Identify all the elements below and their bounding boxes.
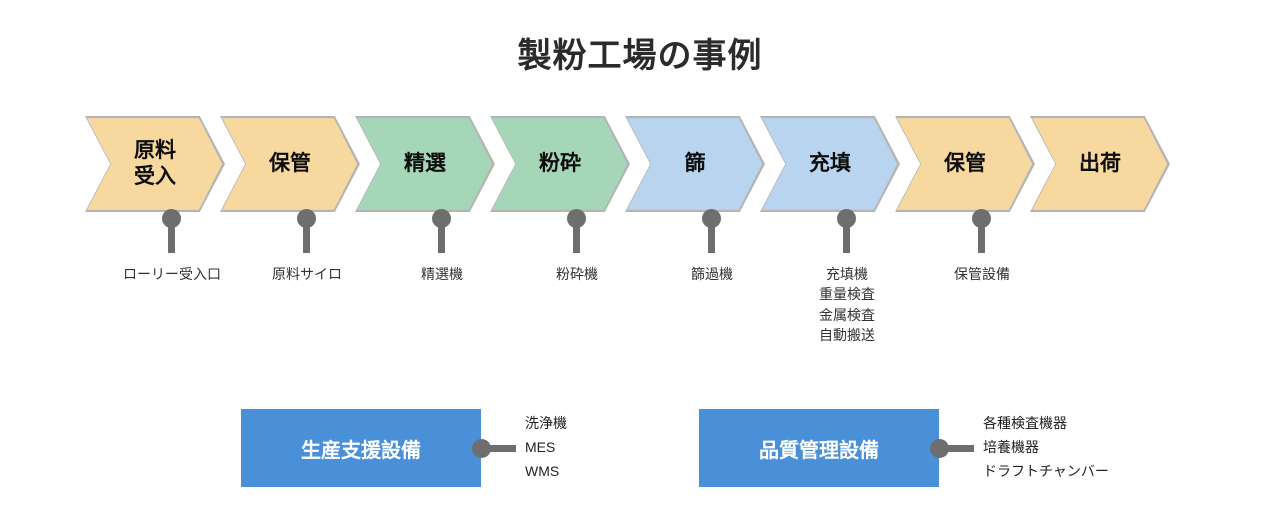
support-box-label-quality: 品質管理設備 [759, 439, 879, 462]
connector-dot-icon-5 [702, 209, 721, 228]
process-step-label-3: 精選 [404, 152, 446, 176]
process-step-7[interactable]: 保管 [895, 116, 1035, 212]
equipment-label-7: 保管設備 [954, 266, 1010, 282]
process-step-label-2: 保管 [269, 152, 311, 176]
process-step-3[interactable]: 精選 [355, 116, 495, 212]
connector-dot-icon-1 [162, 209, 181, 228]
equipment-label-4: 粉砕機 [556, 266, 598, 282]
support-items-production: 洗浄機 MES WMS [525, 415, 567, 480]
connector-dot-icon-4 [567, 209, 586, 228]
chevron-shape-8 [1030, 116, 1170, 212]
connector-stem-4 [573, 222, 580, 253]
process-step-label-6: 充填 [809, 152, 851, 176]
support-box-label-production: 生産支援設備 [301, 439, 421, 462]
connector-pin-6 [837, 209, 857, 253]
connector-pin-5 [702, 209, 722, 253]
equipment-label-5: 篩過機 [691, 266, 733, 282]
connector-stem-7 [978, 222, 985, 253]
connector-pin-2 [297, 209, 317, 253]
connector-stem-5 [708, 222, 715, 253]
support-connector-line-1 [481, 445, 516, 452]
chevron-shape-1 [85, 116, 225, 212]
equipment-label-3: 精選機 [421, 266, 463, 282]
support-items-quality: 各種検査機器 培養機器 ドラフトチャンバー [983, 415, 1109, 480]
connector-stem-3 [438, 222, 445, 253]
process-step-6[interactable]: 充填 [760, 116, 900, 212]
process-step-2[interactable]: 保管 [220, 116, 360, 212]
connector-stem-6 [843, 222, 850, 253]
process-step-label-7: 保管 [944, 152, 986, 176]
connector-stem-1 [168, 222, 175, 253]
equipment-label-6: 充填機 重量検査 金属検査 自動搬送 [819, 266, 875, 343]
connector-pin-3 [432, 209, 452, 253]
process-step-4[interactable]: 粉砕 [490, 116, 630, 212]
connector-pin-1 [162, 209, 182, 253]
equipment-label-1: ローリー受入口 [123, 266, 221, 282]
page-title: 製粉工場の事例 [517, 37, 763, 75]
connector-dot-icon-2 [297, 209, 316, 228]
connector-dot-icon-3 [432, 209, 451, 228]
connector-pin-7 [972, 209, 992, 253]
process-step-label-5: 篩 [684, 152, 706, 176]
support-connector-line-2 [939, 445, 974, 452]
connector-stem-2 [303, 222, 310, 253]
process-step-label-4: 粉砕 [539, 152, 581, 176]
connector-dot-icon-6 [837, 209, 856, 228]
support-box-production[interactable]: 生産支援設備 [241, 409, 481, 487]
support-box-quality[interactable]: 品質管理設備 [699, 409, 939, 487]
process-step-8[interactable]: 出荷 [1030, 116, 1170, 212]
equipment-label-2: 原料サイロ [272, 266, 342, 282]
process-step-label-1: 原料 受入 [134, 139, 176, 188]
connector-pin-4 [567, 209, 587, 253]
connector-dot-icon-7 [972, 209, 991, 228]
process-step-1[interactable]: 原料 受入 [85, 116, 225, 212]
process-step-label-8: 出荷 [1079, 152, 1121, 176]
process-step-5[interactable]: 篩 [625, 116, 765, 212]
process-flow-row: 原料 受入 保管 精選 粉砕 篩 充填 [0, 116, 1280, 216]
